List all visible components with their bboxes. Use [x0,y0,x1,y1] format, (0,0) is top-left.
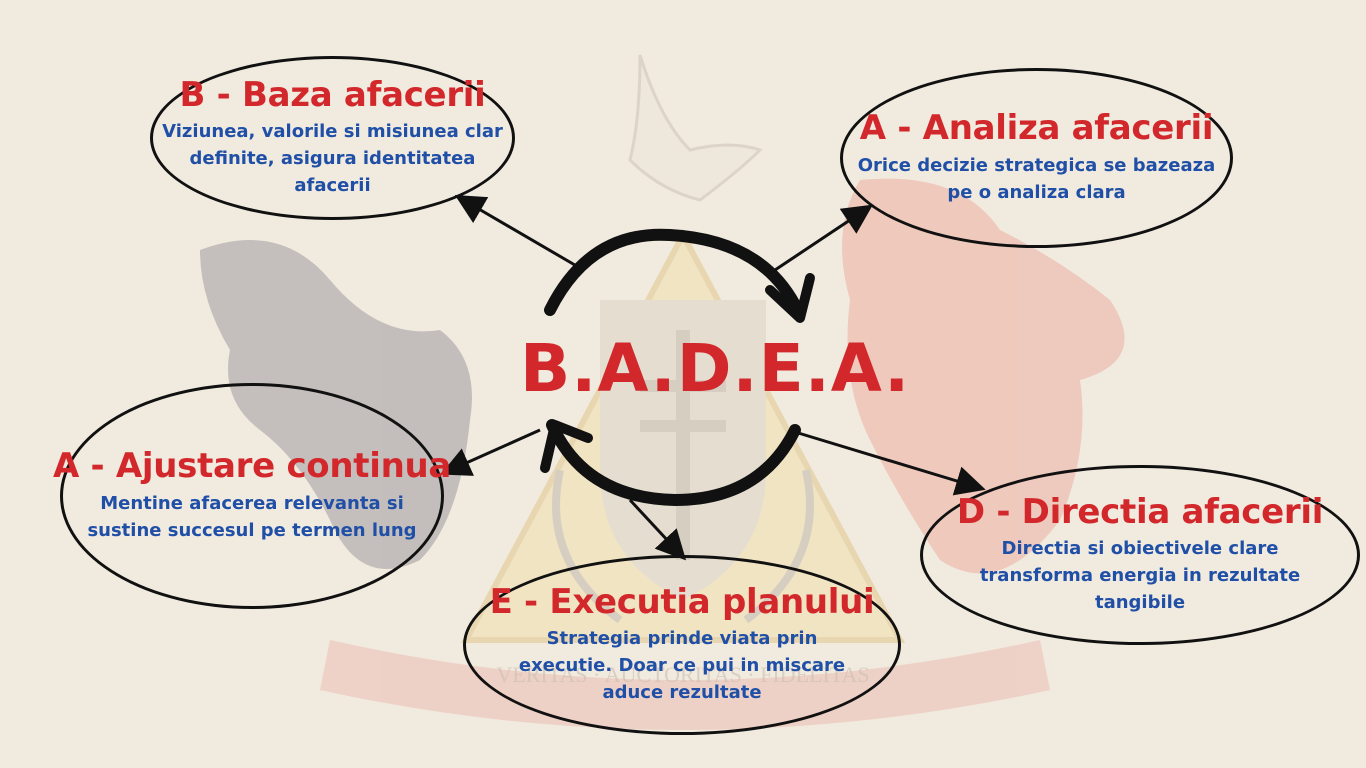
node-executia: E - Executia planului Strategia prinde v… [463,555,901,735]
node-ajustare: A - Ajustare continua Mentine afacerea r… [53,383,451,609]
node-directia: D - Directia afacerii Directia si obiect… [920,465,1360,645]
node-baza-title: B - Baza afacerii [179,74,486,115]
node-ajustare-title: A - Ajustare continua [52,446,452,487]
arrow-to-analiza [774,204,873,272]
cycle-arrow-top [544,228,801,316]
arrow-to-ajustare [440,428,541,476]
cycle-arrowhead-bottom [540,420,593,473]
node-directia-desc: Directia si obiectivele clare transforma… [979,538,1301,614]
node-analiza: A - Analiza afacerii Orice decizie strat… [840,68,1233,248]
node-executia-desc: Strategia prinde viata prin executie. Do… [518,628,846,704]
node-analiza-title: A - Analiza afacerii [859,108,1214,149]
node-baza-desc: Viziunea, valorile si misiunea clar defi… [162,121,503,197]
node-ajustare-desc: Mentine afacerea relevanta si sustine su… [87,492,417,541]
arrow-to-executia [628,498,687,561]
node-analiza-desc: Orice decizie strategica se bazeaza pe o… [857,154,1216,203]
arrow-to-directia [794,430,986,496]
cycle-arrowhead-top [765,273,815,323]
cycle-arrow-bottom [546,419,801,507]
badea-title: B.A.D.E.A. [520,330,911,407]
watermark-shield [600,300,766,600]
node-executia-title: E - Executia planului [489,581,875,622]
arrow-to-baza [454,194,581,270]
watermark-dove [628,54,763,202]
node-baza: B - Baza afacerii Viziunea, valorile si … [150,56,515,220]
node-directia-title: D - Directia afacerii [956,491,1324,532]
